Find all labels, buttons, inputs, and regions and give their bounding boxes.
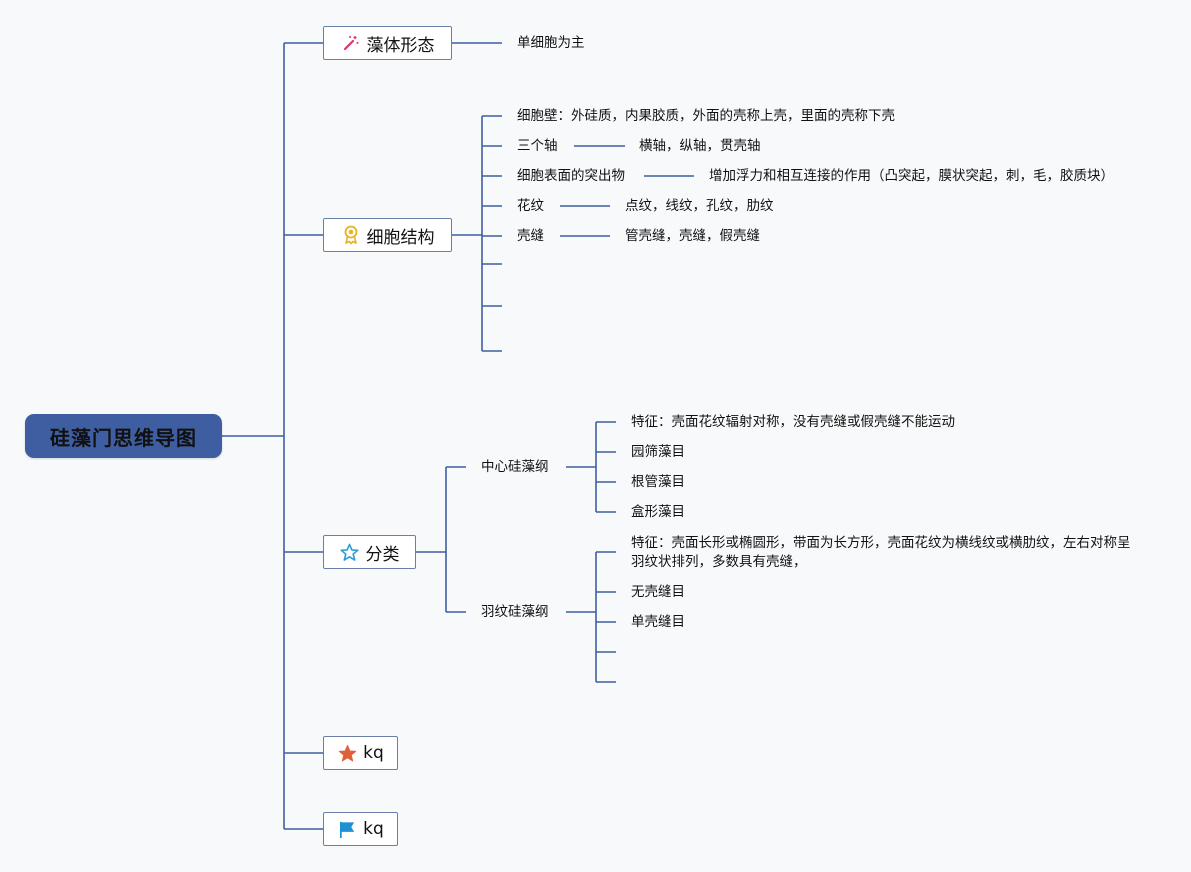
pennate-order-2[interactable]: 单壳缝目 xyxy=(631,614,685,630)
topic-kq-star-label: kq xyxy=(363,743,384,763)
cell-wall-item[interactable]: 细胞壁：外硅质，内果胶质，外面的壳称上壳，里面的壳称下壳 xyxy=(517,108,895,124)
centric-order-3[interactable]: 盒形藻目 xyxy=(631,504,685,520)
axis-item[interactable]: 三个轴 xyxy=(517,138,558,154)
pennate-class[interactable]: 羽纹硅藻纲 xyxy=(481,604,549,620)
topic-cell-structure[interactable]: 细胞结构 xyxy=(323,218,452,252)
topic-classification-label: 分类 xyxy=(365,544,400,565)
topic-kq-flag[interactable]: kq xyxy=(323,812,398,846)
pattern-detail[interactable]: 点纹，线纹，孔纹，肋纹 xyxy=(625,198,774,214)
axis-detail[interactable]: 横轴，纵轴，贯壳轴 xyxy=(639,138,761,154)
centric-order-2[interactable]: 根管藻目 xyxy=(631,474,685,490)
pennate-order-1[interactable]: 无壳缝目 xyxy=(631,584,685,600)
root-topic[interactable]: 硅藻门思维导图 xyxy=(25,414,222,458)
star-outline-icon xyxy=(340,542,360,562)
centric-order-1[interactable]: 园筛藻目 xyxy=(631,444,685,460)
topic-morphology-label: 藻体形态 xyxy=(366,35,435,56)
centric-class[interactable]: 中心硅藻纲 xyxy=(481,459,549,475)
pennate-feature[interactable]: 特征：壳面长形或椭圆形，带面为长方形，壳面花纹为横线纹或横肋纹，左右对称呈羽纹状… xyxy=(631,535,1131,570)
protrusion-detail[interactable]: 增加浮力和相互连接的作用（凸突起，膜状突起，刺，毛，胶质块） xyxy=(709,168,1114,184)
topic-kq-flag-label: kq xyxy=(363,819,384,839)
star-filled-icon xyxy=(337,743,357,763)
magic-wand-icon xyxy=(341,33,361,53)
topic-kq-star[interactable]: kq xyxy=(323,736,398,770)
topic-cell-structure-label: 细胞结构 xyxy=(366,227,435,248)
raphe-item[interactable]: 壳缝 xyxy=(517,228,544,244)
protrusion-item[interactable]: 细胞表面的突出物 xyxy=(517,168,625,184)
topic-classification[interactable]: 分类 xyxy=(323,535,416,569)
centric-feature[interactable]: 特征：壳面花纹辐射对称，没有壳缝或假壳缝不能运动 xyxy=(631,414,955,430)
flag-icon xyxy=(337,819,357,839)
topic-morphology[interactable]: 藻体形态 xyxy=(323,26,452,60)
pattern-item[interactable]: 花纹 xyxy=(517,198,544,214)
morphology-detail[interactable]: 单细胞为主 xyxy=(517,35,585,51)
award-ribbon-icon xyxy=(341,225,361,245)
raphe-detail[interactable]: 管壳缝，壳缝，假壳缝 xyxy=(625,228,760,244)
